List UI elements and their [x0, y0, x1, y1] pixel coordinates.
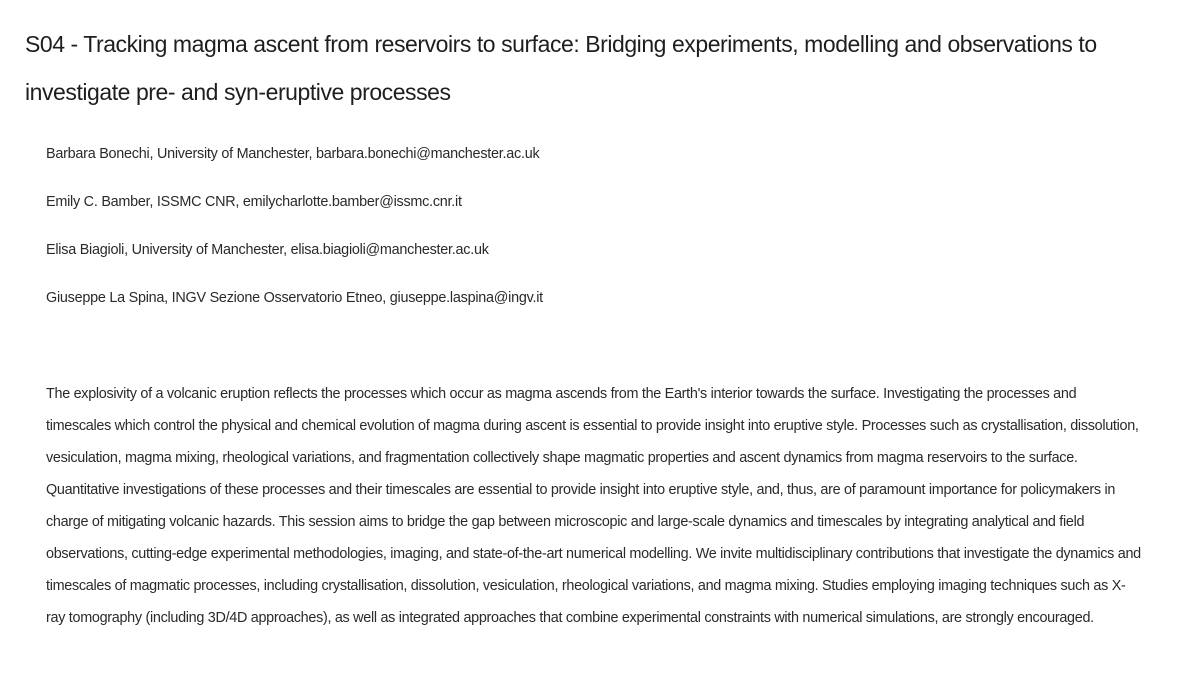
convener-4: Giuseppe La Spina, INGV Sezione Osservat…: [46, 290, 543, 306]
convener-3: Elisa Biagioli, University of Manchester…: [46, 242, 489, 258]
session-title: S04 - Tracking magma ascent from reservo…: [25, 31, 1097, 105]
convener-1: Barbara Bonechi, University of Mancheste…: [46, 146, 540, 162]
session-abstract: The explosivity of a volcanic eruption r…: [46, 386, 1141, 626]
convener-2: Emily C. Bamber, ISSMC CNR, emilycharlot…: [46, 194, 462, 210]
